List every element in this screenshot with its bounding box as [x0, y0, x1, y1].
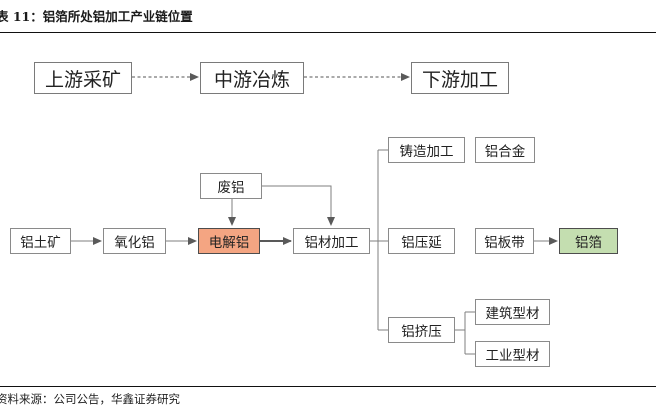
- stage-downstream-processing: 下游加工: [411, 62, 509, 94]
- arrow-scrap-to-processing: [262, 185, 335, 226]
- bottom-rule: [0, 386, 656, 387]
- stage-upstream-mining: 上游采矿: [34, 62, 132, 94]
- top-rule: [0, 32, 656, 33]
- node-building-profile: 建筑型材: [475, 299, 550, 325]
- node-casting-processing: 铸造加工: [388, 137, 465, 163]
- figure-title: 表 11：铝箔所处铝加工产业链位置: [0, 9, 193, 24]
- node-bauxite: 铝土矿: [10, 228, 71, 254]
- node-aluminum-strip: 铝板带: [475, 228, 534, 254]
- node-electrolytic-aluminum: 电解铝: [198, 228, 260, 254]
- node-aluminum-foil: 铝箔: [559, 228, 618, 254]
- node-aluminum-processing: 铝材加工: [293, 228, 370, 254]
- stage-midstream-smelting: 中游冶炼: [200, 62, 304, 94]
- node-scrap-aluminum: 废铝: [200, 173, 262, 199]
- node-industrial-profile: 工业型材: [475, 341, 550, 367]
- node-aluminum-alloy: 铝合金: [475, 137, 535, 163]
- node-aluminum-extrusion: 铝挤压: [388, 317, 455, 343]
- node-alumina: 氧化铝: [103, 228, 166, 254]
- node-aluminum-rolling: 铝压延: [388, 228, 455, 254]
- source-note: 资料来源：公司公告，华鑫证券研究: [0, 392, 180, 406]
